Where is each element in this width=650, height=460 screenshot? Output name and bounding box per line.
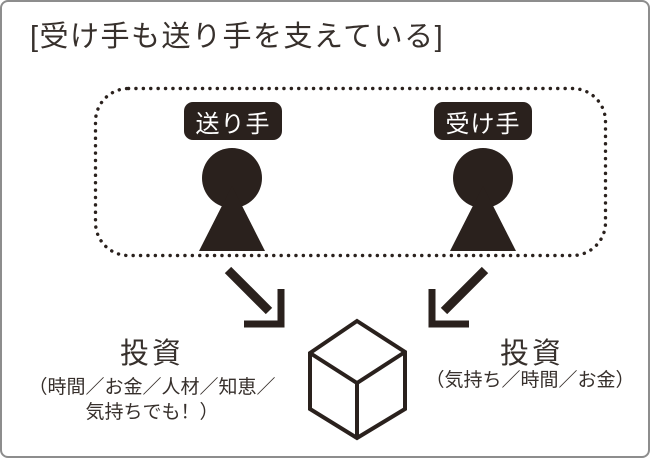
diagram-title: [受け手も送り手を支えている] [30, 21, 445, 53]
arrow-down-left-icon [428, 266, 489, 328]
right-investment-heading: 投資 [499, 338, 564, 370]
left-investment-detail: （時間／お金／人材／知恵／ 気持ちでも！） [7, 375, 297, 425]
cube-icon [308, 318, 407, 441]
receiver-person-icon [450, 148, 516, 251]
left-investment-heading: 投資 [119, 338, 184, 370]
sender-person-icon [199, 148, 265, 251]
receiver-badge: 受け手 [434, 102, 532, 140]
left-investment-detail-line2: 気持ちでも！） [85, 402, 219, 423]
dotted-group-box [93, 86, 608, 258]
right-investment-detail: （気持ち／時間／お金） [425, 370, 635, 391]
left-investment-detail-line1: （時間／お金／人材／知恵／ [28, 377, 276, 398]
arrow-down-right-icon [224, 266, 285, 328]
sender-badge: 送り手 [184, 102, 282, 140]
